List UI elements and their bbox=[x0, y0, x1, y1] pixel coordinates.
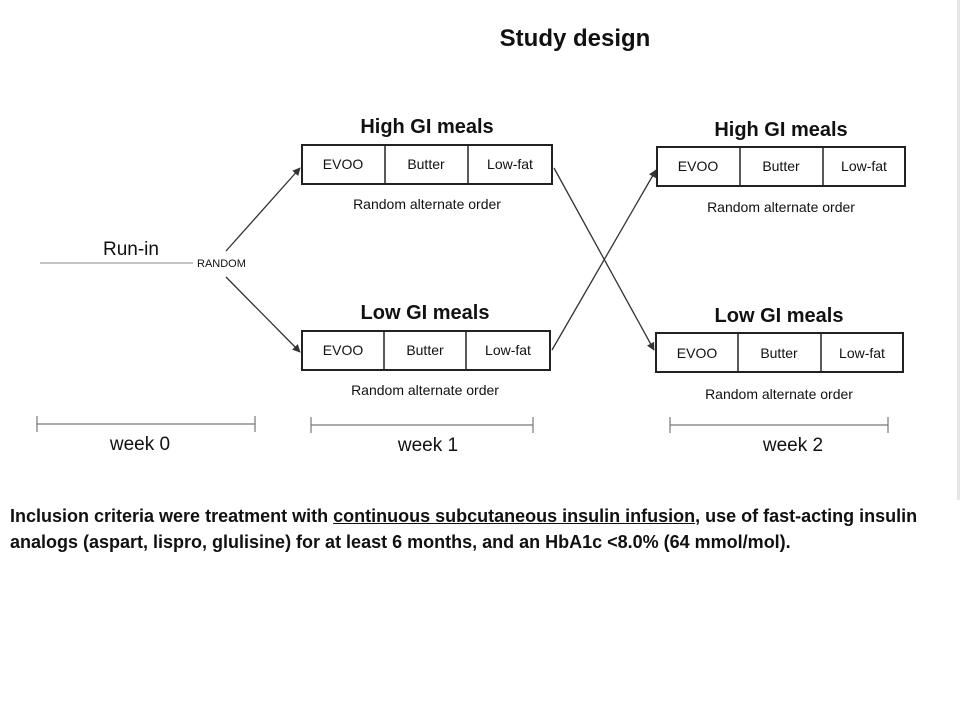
caption-part: , use of fast-acting insulin analogs (as… bbox=[10, 506, 918, 552]
group-high-gi-week2: High GI meals EVOO Butter Low-fat Random… bbox=[656, 119, 906, 215]
diagram-title: Study design bbox=[500, 25, 651, 52]
meal-box bbox=[301, 330, 551, 371]
week-label: week 0 bbox=[109, 434, 170, 455]
inclusion-criteria-text: Inclusion criteria were treatment with c… bbox=[10, 504, 950, 555]
cell-low-fat: Low-fat bbox=[841, 158, 887, 174]
cell-low-fat: Low-fat bbox=[839, 345, 885, 361]
cell-butter: Butter bbox=[407, 156, 445, 172]
week-label: week 1 bbox=[397, 435, 458, 456]
cell-evoo: EVOO bbox=[323, 342, 364, 358]
run-in-label: Run-in bbox=[103, 239, 159, 260]
meal-box bbox=[656, 146, 906, 187]
timeline-week1: week 1 bbox=[310, 417, 534, 456]
cell-low-fat: Low-fat bbox=[485, 342, 531, 358]
caption-part: Inclusion criteria were treatment with bbox=[10, 506, 334, 526]
group-high-gi-week1: High GI meals EVOO Butter Low-fat Random… bbox=[301, 116, 553, 212]
meal-box bbox=[655, 332, 904, 373]
cell-butter: Butter bbox=[760, 345, 798, 361]
right-edge-shadow bbox=[957, 0, 960, 500]
cell-butter: Butter bbox=[762, 158, 800, 174]
cell-evoo: EVOO bbox=[677, 345, 718, 361]
group-label: High GI meals bbox=[360, 116, 493, 138]
random-label: RANDOM bbox=[197, 258, 246, 270]
cell-butter: Butter bbox=[406, 342, 444, 358]
group-note: Random alternate order bbox=[707, 199, 855, 215]
cell-evoo: EVOO bbox=[323, 156, 364, 172]
caption-underlined-term: continuous subcutaneous insulin infusion bbox=[333, 506, 696, 526]
group-label: High GI meals bbox=[714, 119, 847, 141]
group-label: Low GI meals bbox=[715, 305, 844, 327]
study-design-diagram: Study design Run-in RANDOM High GI meals… bbox=[36, 25, 906, 456]
group-note: Random alternate order bbox=[353, 196, 501, 212]
timeline-week0: week 0 bbox=[36, 416, 256, 455]
group-label: Low GI meals bbox=[361, 302, 490, 324]
arrow-to-high-gi-week1 bbox=[225, 167, 301, 252]
cell-low-fat: Low-fat bbox=[487, 156, 533, 172]
group-low-gi-week1: Low GI meals EVOO Butter Low-fat Random … bbox=[301, 302, 551, 398]
arrow-to-low-gi-week1 bbox=[225, 276, 301, 353]
group-low-gi-week2: Low GI meals EVOO Butter Low-fat Random … bbox=[655, 305, 904, 402]
cell-evoo: EVOO bbox=[678, 158, 719, 174]
timeline-week2: week 2 bbox=[669, 417, 889, 456]
week-label: week 2 bbox=[762, 435, 823, 456]
group-note: Random alternate order bbox=[705, 386, 853, 402]
arrow-low-to-high-crossover bbox=[551, 169, 657, 351]
group-note: Random alternate order bbox=[351, 382, 499, 398]
meal-box bbox=[301, 144, 553, 185]
